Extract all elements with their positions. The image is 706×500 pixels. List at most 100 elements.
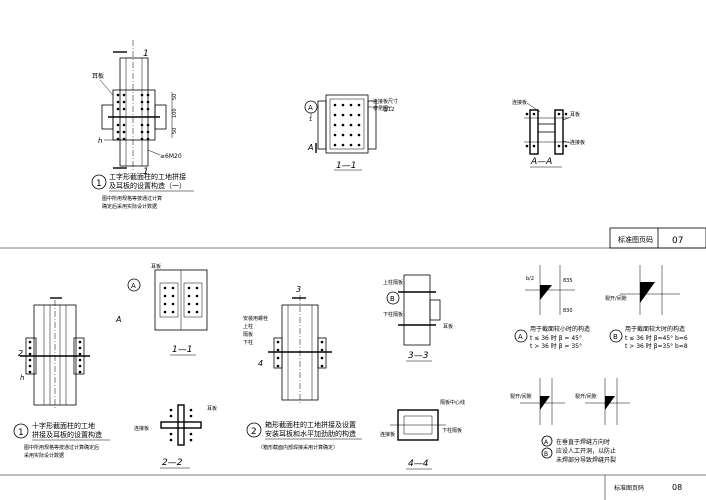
d1-sec-top: 1 [143,49,149,59]
daa-label: A—A [530,157,552,167]
bolt [146,123,150,127]
bolt [78,370,82,374]
d2s2-plate-r: 耳板 [207,405,217,412]
bolt [564,112,568,116]
bolt [333,143,337,147]
bolt [320,356,324,360]
d3-num: 2 [251,427,257,437]
d1-plate-label: 耳板 [92,72,104,80]
bolt [341,133,345,137]
dB-note: 裂开/间隙 [605,295,627,302]
dB-circle: B [613,333,618,341]
bolt [333,123,337,127]
bolt [171,310,175,314]
d1-h-label: h [98,137,102,145]
bolt [187,286,191,290]
bolt [146,100,150,104]
d44-note-r: 下柱隔板 [442,427,462,434]
d2-num: 1 [18,428,24,438]
detail-2-elevation: 2 A h 1 十字形截面柱的工地 拼接及耳板的设置构造 图中所用规格等按通过计… [13,297,121,459]
dAB-label-r: 裂开/间隙 [575,393,597,400]
bolt [169,438,173,442]
d2-note-2: 采用实际设计数据 [24,452,64,459]
dAB-text-1: 在垂直于焊缝方向时 [556,438,610,446]
d3-sec: 3 [296,285,301,294]
bolt [357,113,361,117]
bolt [122,123,126,127]
d2s2-label: 2—2 [162,458,183,468]
bolt [276,356,280,360]
d1-caption-2: 及耳板的设置构造（一） [109,181,186,190]
bolt [146,137,150,141]
bolt [140,130,144,134]
d2-h-label: h [20,374,24,382]
bolt [195,310,199,314]
bolt [532,144,536,148]
bolt [341,123,345,127]
detail-1-caption: 1 工字形截面柱的工地拼接 及耳板的设置构造（一） 图中所用规格等按通过计算 确… [91,172,194,210]
weld-detail-b: 裂开/间隙 B 用于截面较大时的构造 t ≤ 36 时 β=45° b=6 t … [605,265,688,350]
bolt [341,103,345,107]
daa-lbl-a: 连接板 [512,99,527,106]
bolt [28,340,32,344]
d1-bolt-label: ≥6M20 [160,153,182,160]
d2s2-plate-l: 连接板 [134,425,149,432]
d11-cut-a: A [307,143,313,152]
detail-1-1-section: A 1 连接板尺寸 参见图 @12 A 1—1 [304,94,398,171]
d1-dim-3: 50 [172,128,178,134]
bolt [357,123,361,127]
bolt [333,103,337,107]
bolt [122,137,126,141]
dAB-text-2: 应设人工开洞，以防止 [556,447,616,455]
d1-dim-2: 100 [172,108,178,118]
bolt [78,364,82,368]
detail-3-3-3-section: B 上柱隔板 耳板 下柱隔板 3—3 [383,274,453,362]
bolt [189,432,193,436]
bolt [195,302,199,306]
footer-block: 标准图页码 08 [604,475,682,500]
bolt [532,112,536,116]
d2-caption-1: 十字形截面柱的工地 [32,421,95,430]
bolt [187,302,191,306]
bolt [525,112,529,116]
d2s1-label: 1—1 [172,345,192,355]
bolt [195,294,199,298]
daa-lbl-b: 耳板 [570,111,580,118]
bolt [320,340,324,344]
bolt [116,130,120,134]
detail-2-2-2-section: 连接板 耳板 2—2 [134,404,217,469]
bolt [564,144,568,148]
bolt [122,130,126,134]
bolt [357,143,361,147]
d2-sec: 2 [18,349,23,358]
bolt [320,348,324,352]
d33-bot: 下柱隔板 [383,311,403,318]
d11-label: 1—1 [336,161,356,171]
bolt [557,144,561,148]
bolt [122,100,126,104]
d2s1-plate: 耳板 [151,263,161,270]
d33-label: 3—3 [408,351,429,361]
title-block-page: 07 [672,236,683,246]
bolt [349,123,353,127]
bolt [557,112,561,116]
dAB-text-3: 未焊部分导致焊缝开裂 [556,456,616,464]
title-block-label: 标准图页码 [618,235,653,244]
bolt [187,310,191,314]
d11-note2: 参见图 [373,105,388,112]
bolt [333,133,337,137]
d2s1-circle: A [131,282,136,290]
d44-label: 4—4 [408,459,429,469]
bolt [163,310,167,314]
bolt [195,286,199,290]
d3-note-3: 隔板 [243,331,253,338]
d1-num: 1 [96,179,102,189]
d3-note-1: 安装用螺栓 [243,315,268,322]
weld-detail-a: b/2 835 830 A 用于截面较小时的构造 t ≤ 36 时 β = 45… [514,265,590,350]
bolt [357,133,361,137]
bolt [171,302,175,306]
dA-text-2: t ≤ 36 时 β = 45° [530,334,582,342]
bolt [146,93,150,97]
d11-ref: @12 [383,107,394,113]
